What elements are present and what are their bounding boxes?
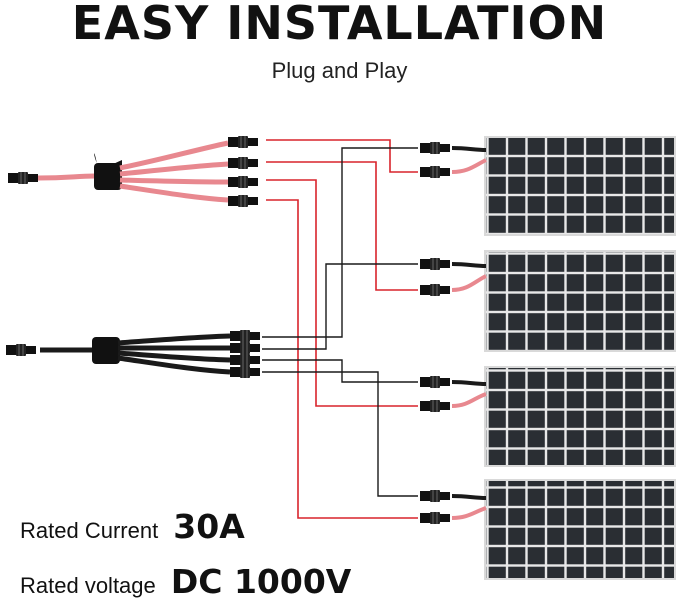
spec-label: Rated Current — [20, 518, 159, 543]
positive-connection-lines — [266, 139, 418, 519]
spec-rated-current: Rated Current 30A — [20, 507, 245, 546]
page-title: EASY INSTALLATION — [71, 0, 608, 50]
negative-branch-connector — [6, 330, 260, 378]
page-subtitle: Plug and Play — [271, 58, 408, 83]
spec-value: DC 1000V — [170, 562, 352, 601]
spec-label: Rated voltage — [20, 573, 156, 598]
solar-panel-3 — [484, 366, 676, 467]
solar-panel-4 — [484, 479, 676, 580]
positive-branch-connector — [8, 136, 258, 207]
spec-rated-voltage: Rated voltage DC 1000V — [20, 562, 351, 601]
spec-value: 30A — [173, 507, 245, 546]
negative-connection-lines — [262, 147, 418, 497]
solar-panel-2 — [484, 250, 676, 352]
panel-leads — [420, 142, 487, 524]
solar-panel-1 — [484, 136, 676, 236]
